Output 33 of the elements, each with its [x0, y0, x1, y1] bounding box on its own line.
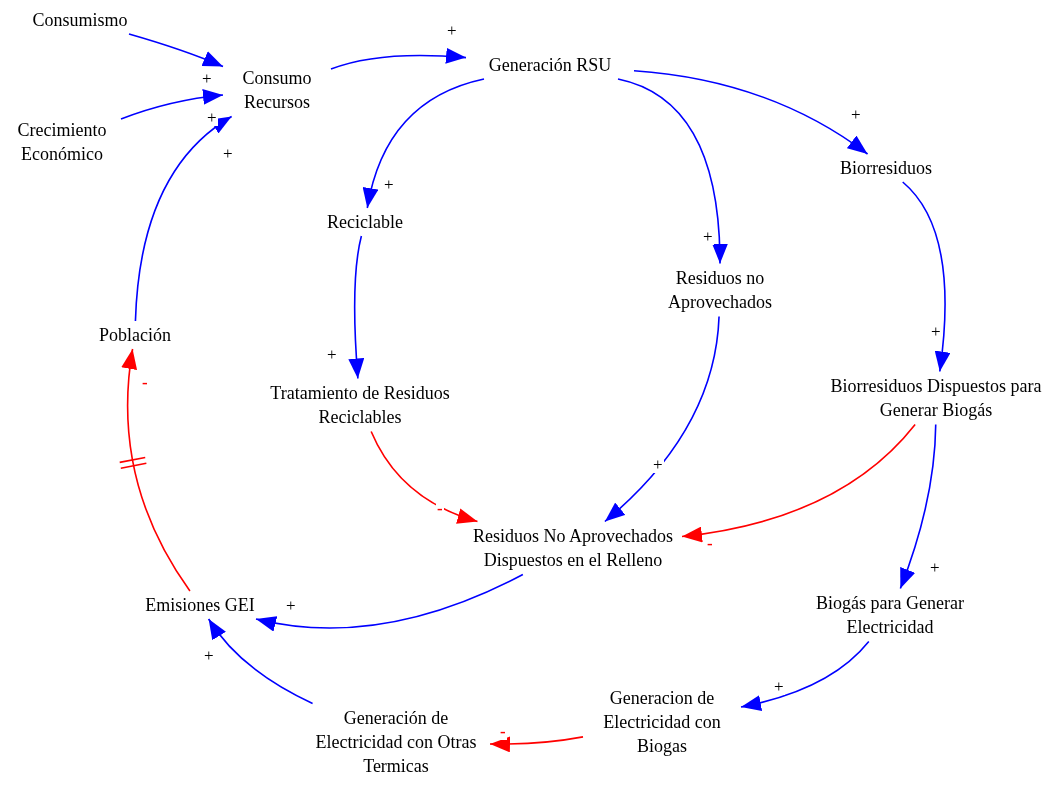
- variable-label: Tratamiento de Residuos Reciclables: [270, 380, 450, 430]
- causal-arrow: [120, 89, 224, 120]
- variable-label: Biorresiduos: [826, 156, 946, 181]
- causal-arrow: [121, 348, 191, 592]
- variable-label: Residuos No Aprovechados Dispuestos en el Relleno: [468, 523, 678, 573]
- variable-label: Emisiones GEI: [135, 593, 265, 618]
- variable-label: Generacion de Electricidad con Biogas: [587, 685, 737, 759]
- causal-arrow: [363, 78, 485, 209]
- variable-label: Biogás para Generar Electricidad: [795, 590, 985, 640]
- variable-label: Crecimiento Económico: [7, 117, 117, 167]
- causal-arrow: [348, 235, 365, 380]
- variable-label: Generación RSU: [470, 53, 630, 78]
- causal-arrow: [134, 115, 233, 322]
- causal-arrow: [330, 48, 467, 70]
- causal-arrow: [489, 736, 584, 753]
- variable-label: Generación de Electricidad con Otras Termicas: [306, 705, 486, 779]
- causal-arrow: [740, 640, 870, 711]
- variable-label: Consumo Recursos: [227, 65, 327, 115]
- variable-label: Residuos no Aprovechados: [650, 265, 790, 315]
- causal-arrow: [370, 430, 479, 524]
- variable-label: Biorresiduos Dispuestos para Generar Biogás: [830, 373, 1042, 423]
- variable-label: Población: [85, 323, 185, 348]
- causal-arrow: [255, 573, 524, 631]
- variable-label: Reciclable: [315, 210, 415, 235]
- causal-arrow: [604, 315, 720, 523]
- causal-arrow: [207, 618, 314, 705]
- causal-arrow: [633, 69, 869, 155]
- causal-arrow: [899, 423, 937, 590]
- causal-arrow: [617, 78, 728, 265]
- causal-arrow: [681, 423, 916, 542]
- variable-label: Consumismo: [20, 8, 140, 33]
- causal-arrow: [128, 33, 224, 68]
- causal-arrow: [901, 181, 951, 373]
